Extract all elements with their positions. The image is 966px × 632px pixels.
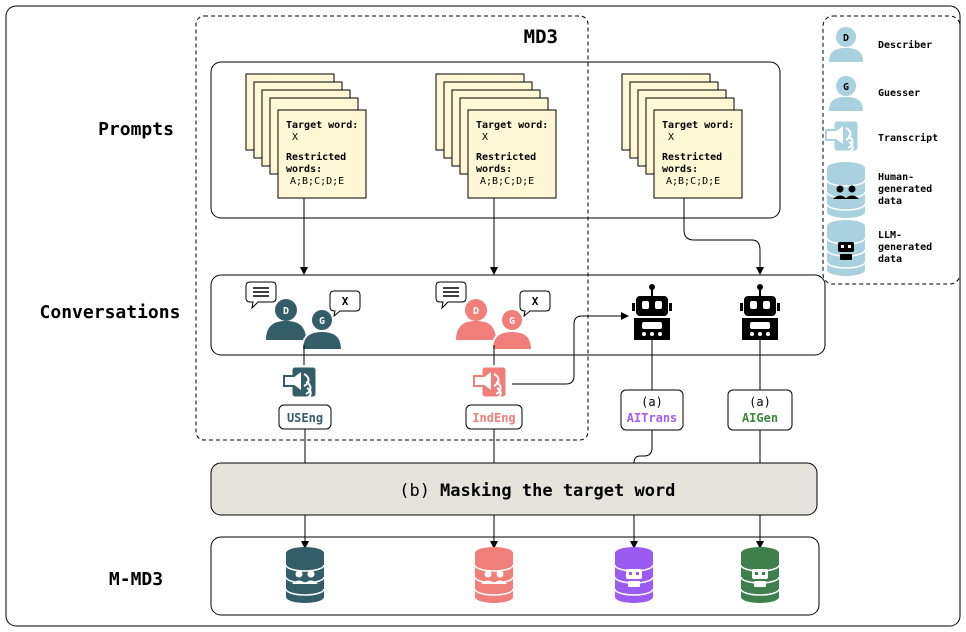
card-target-label: Target word: bbox=[476, 120, 548, 131]
prompt-stack-aigen: Target word: X Restricted words: A;B;C;D… bbox=[621, 73, 743, 199]
transcript-icon-indeng bbox=[473, 367, 506, 399]
legend-human-data-icon bbox=[826, 161, 866, 219]
legend-describer-label: Describer bbox=[878, 39, 932, 51]
legend-transcript-icon bbox=[825, 121, 858, 153]
label-aigen: AIGen bbox=[742, 411, 778, 425]
conversation-indeng: X D G bbox=[435, 281, 551, 351]
output-box bbox=[210, 536, 820, 616]
legend-human-label-1: Human- bbox=[878, 172, 914, 183]
card-target-value: X bbox=[482, 132, 488, 143]
arrow-prompt-aigen bbox=[683, 198, 764, 275]
legend-llm-label-1: LLM- bbox=[878, 230, 902, 241]
card-target-value: X bbox=[292, 132, 298, 143]
prompt-stack-useng: Target word: X Restricted words: A;B;C;D… bbox=[245, 73, 367, 199]
card-restricted-label2: words: bbox=[476, 164, 512, 175]
legend-human-label-3: data bbox=[878, 196, 902, 207]
legend-human-label-2: generated bbox=[878, 184, 932, 195]
card-restricted-value: A;B;C;D;E bbox=[666, 176, 720, 187]
card-target-label: Target word: bbox=[662, 120, 734, 131]
prompt-stack-indeng: Target word: X Restricted words: A;B;C;D… bbox=[435, 73, 557, 199]
describer-letter: D bbox=[283, 306, 289, 317]
conversation-useng: X D G bbox=[245, 281, 361, 351]
md3-label: MD3 bbox=[524, 26, 558, 48]
transcript-icon-useng bbox=[283, 367, 316, 399]
masking-prefix: (b) bbox=[399, 481, 430, 501]
legend-describer-icon bbox=[829, 27, 863, 62]
tag-a-aigen: (a) bbox=[749, 395, 771, 409]
legend-guesser-label: Guesser bbox=[878, 88, 920, 99]
card-restricted-label: Restricted bbox=[476, 151, 536, 163]
tag-a-aitrans: (a) bbox=[641, 395, 663, 409]
card-restricted-value: A;B;C;D;E bbox=[290, 176, 344, 187]
card-restricted-label2: words: bbox=[286, 164, 322, 175]
badge-useng: USEng bbox=[278, 404, 332, 430]
label-useng: USEng bbox=[287, 411, 323, 425]
prompts-box bbox=[210, 61, 781, 219]
row-label-conversations: Conversations bbox=[40, 302, 181, 323]
masking-label: Masking the target word bbox=[440, 481, 675, 501]
speech-bubble-x-icon: X bbox=[519, 290, 551, 318]
speech-bubble-lines-icon bbox=[435, 281, 467, 310]
outer-frame bbox=[5, 5, 961, 627]
link-aitrans-mask bbox=[633, 430, 653, 464]
label-indeng: IndEng bbox=[472, 411, 515, 425]
legend-describer-letter: D bbox=[843, 33, 849, 44]
md3-box bbox=[195, 15, 589, 441]
badge-aitrans: (a) AITrans bbox=[620, 389, 684, 431]
legend-transcript-label: Transcript bbox=[878, 132, 938, 144]
database-llm-icon-aitrans bbox=[614, 546, 654, 604]
legend-guesser-icon bbox=[829, 76, 863, 111]
guesser-letter: G bbox=[319, 316, 325, 327]
database-human-icon-useng bbox=[285, 546, 325, 604]
legend-llm-label-3: data bbox=[878, 254, 902, 265]
card-restricted-label2: words: bbox=[662, 164, 698, 175]
badge-indeng: IndEng bbox=[465, 404, 523, 430]
speech-bubble-lines-icon bbox=[245, 281, 277, 310]
card-target-label: Target word: bbox=[286, 120, 358, 131]
legend-llm-label-2: generated bbox=[878, 242, 932, 253]
card-restricted-value: A;B;C;D;E bbox=[480, 176, 534, 187]
legend: D Describer G Guesser Transcript Human- … bbox=[822, 15, 961, 285]
card-target-value: X bbox=[668, 132, 674, 143]
guesser-letter: G bbox=[509, 316, 515, 327]
bubble-x: X bbox=[532, 295, 539, 308]
row-label-mmd3: M-MD3 bbox=[109, 569, 163, 590]
robot-icon-aigen bbox=[739, 283, 781, 341]
database-llm-icon-aigen bbox=[740, 546, 780, 604]
speech-bubble-x-icon: X bbox=[329, 290, 361, 318]
card-restricted-label: Restricted bbox=[286, 151, 346, 163]
bubble-x: X bbox=[342, 295, 349, 308]
label-aitrans: AITrans bbox=[627, 411, 678, 425]
badge-aigen: (a) AIGen bbox=[727, 389, 793, 431]
describer-letter: D bbox=[473, 306, 479, 317]
card-restricted-label: Restricted bbox=[662, 151, 722, 163]
database-human-icon-indeng bbox=[474, 546, 514, 604]
legend-llm-data-icon bbox=[826, 219, 866, 277]
legend-guesser-letter: G bbox=[843, 82, 849, 93]
row-label-prompts: Prompts bbox=[98, 119, 174, 140]
arrow-indeng-aitrans bbox=[512, 312, 629, 385]
conversations-box bbox=[210, 274, 826, 356]
masking-box: (b) Masking the target word bbox=[210, 462, 818, 516]
robot-icon-aitrans bbox=[631, 283, 673, 341]
